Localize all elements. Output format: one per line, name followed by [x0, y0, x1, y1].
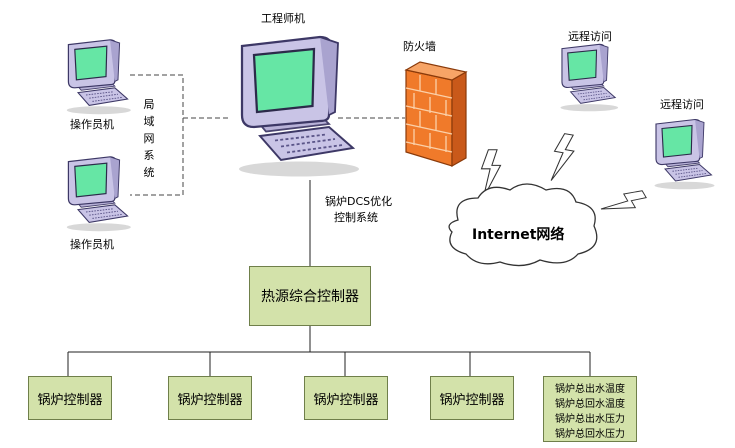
- lightning-icon-2: [548, 131, 578, 185]
- boiler-controller-box-2: 锅炉控制器: [168, 376, 252, 420]
- engineer-pc-label: 工程师机: [261, 12, 305, 25]
- lightning-icon-3: [599, 184, 649, 224]
- dcs-label-line1: 锅炉DCS优化: [325, 195, 393, 208]
- firewall-label: 防火墙: [403, 40, 436, 53]
- measurement-list-box: 锅炉总出水温度 锅炉总回水温度 锅炉总出水压力 锅炉总回水压力: [543, 376, 637, 442]
- boiler-controller-box-4: 锅炉控制器: [430, 376, 514, 420]
- control-tree-lines: [67, 180, 591, 376]
- internet-cloud-icon: [448, 183, 598, 267]
- boiler-controller-box-3: 锅炉控制器: [304, 376, 388, 420]
- measurement-item: 锅炉总出水温度: [555, 384, 625, 395]
- measurement-item: 锅炉总出水压力: [555, 414, 625, 425]
- dcs-label-line2: 控制系统: [334, 211, 378, 224]
- boiler-controller-box-1: 锅炉控制器: [28, 376, 112, 420]
- remote-access-label-1: 远程访问: [568, 30, 612, 43]
- measurement-item: 锅炉总回水温度: [555, 399, 625, 410]
- main-controller-box: 热源综合控制器: [249, 266, 371, 326]
- internet-label: Internet网络: [472, 227, 565, 243]
- engineer-pc-icon: [237, 35, 361, 178]
- remote-pc-2-icon: [653, 118, 716, 190]
- operator-pc-1-icon: [66, 39, 132, 115]
- remote-pc-1-icon: [559, 43, 619, 112]
- operator-pc-2-icon: [66, 156, 132, 232]
- measurement-item: 锅炉总回水压力: [555, 429, 625, 440]
- operator-pc-label-1: 操作员机: [70, 118, 114, 131]
- lan-dashed-links: [130, 74, 228, 196]
- remote-access-label-2: 远程访问: [660, 98, 704, 111]
- firewall-icon: [404, 61, 468, 168]
- lan-label: 局域网系统: [143, 98, 155, 179]
- operator-pc-label-2: 操作员机: [70, 238, 114, 251]
